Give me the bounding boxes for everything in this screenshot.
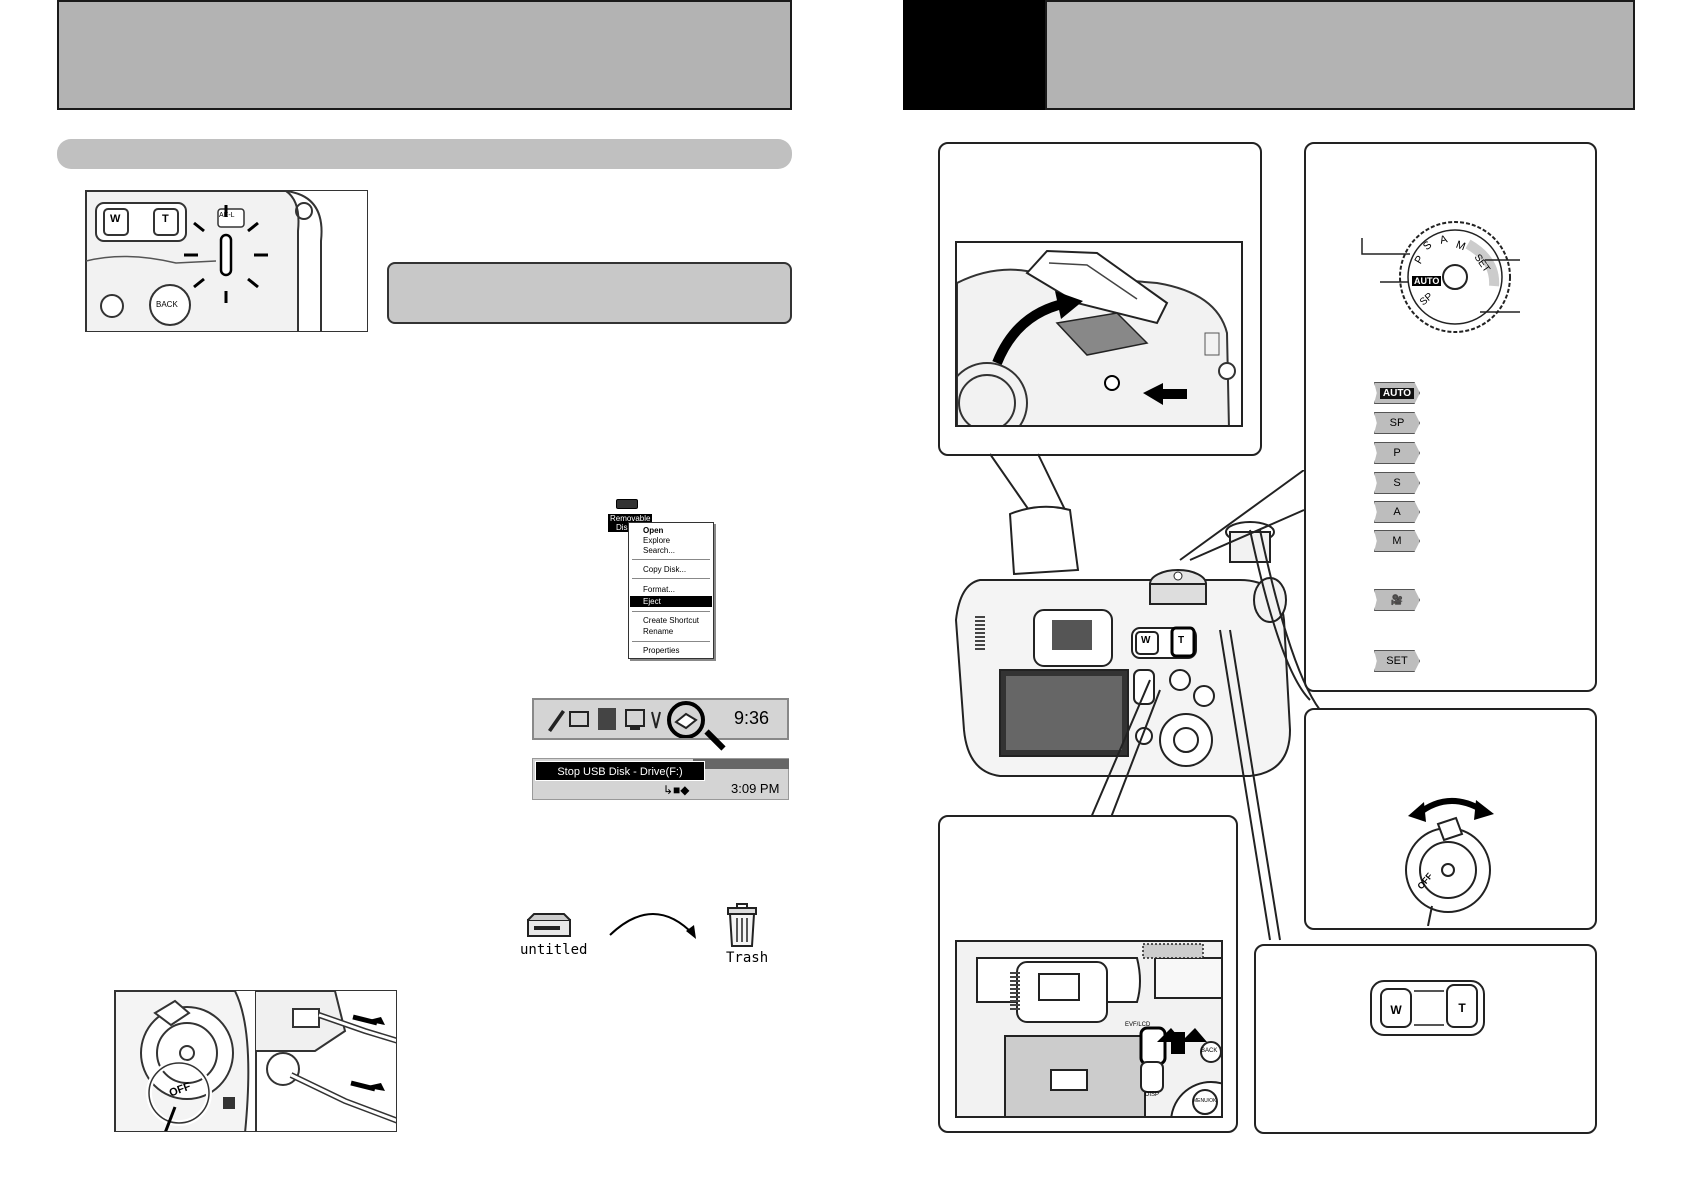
menu-item-search[interactable]: Search...: [643, 546, 676, 555]
menu-item-properties[interactable]: Properties: [643, 646, 680, 655]
dial-auto: AUTO: [1412, 276, 1442, 286]
menu-item-rename[interactable]: Rename: [643, 627, 674, 636]
w-button-label: W: [110, 213, 121, 225]
evf-lcd-photo: EVF/LCD DISP BACK MENU/OK: [955, 940, 1223, 1118]
camera-w-label: W: [1141, 635, 1151, 646]
tray-clock-2: 3:09 PM: [731, 781, 780, 796]
taskbar-tray-1: 9:36: [532, 698, 789, 751]
left-section-bar: [57, 139, 792, 169]
mac-disk-icon[interactable]: [524, 912, 574, 942]
mode-tab-auto: AUTO: [1374, 382, 1420, 404]
mac-disk-label: untitled: [520, 942, 588, 958]
mode-tab-sp: SP: [1374, 412, 1420, 434]
mode-tab-p: P: [1374, 442, 1420, 464]
camera-indicator-illustration: W T AE-L BACK: [85, 190, 368, 332]
power-switch-icon: [1405, 797, 1494, 926]
tray-clock-1: 9:36: [734, 708, 770, 728]
left-page-header: [57, 0, 792, 110]
mode-tab-m: M: [1374, 530, 1420, 552]
note-box: [387, 262, 792, 324]
menu-item-format[interactable]: Format...: [643, 585, 676, 594]
menu-separator: [632, 641, 710, 642]
menu-separator: [632, 559, 710, 560]
mode-dial-leaders: [1361, 238, 1520, 313]
removable-disk-icon: [616, 499, 638, 509]
taskbar-tray-2: Stop USB Disk - Drive(F:) ↳■◆ 3:09 PM: [532, 758, 789, 800]
camera-back-illustration: W T: [940, 500, 1300, 782]
right-page-header: [1045, 0, 1635, 110]
menu-separator: [632, 611, 710, 612]
mode-tab-set: SET: [1374, 650, 1420, 672]
t-button-label: T: [162, 213, 169, 225]
menu-item-eject[interactable]: Eject: [643, 597, 661, 606]
context-menu: Open Explore Search... Copy Disk... Form…: [628, 522, 714, 659]
power-off-and-cable-illustration: OFF: [114, 990, 397, 1132]
usb-tray-icons[interactable]: ↳■◆: [663, 783, 690, 797]
mode-tab-s: S: [1374, 472, 1420, 494]
zoom-rocker-bar: [1414, 990, 1444, 1026]
stop-usb-tooltip[interactable]: Stop USB Disk - Drive(F:): [535, 761, 705, 781]
flash-popup-photo: [955, 241, 1243, 427]
menu-item-explore[interactable]: Explore: [643, 536, 671, 545]
menu-separator: [632, 578, 710, 579]
camera-t-label: T: [1178, 635, 1185, 646]
menu-item-copy-disk[interactable]: Copy Disk...: [643, 565, 687, 574]
mode-tab-list: AUTO SP P S A M 🎥 SET: [1374, 382, 1420, 672]
trash-icon[interactable]: [724, 902, 760, 948]
mode-tab-movie: 🎥: [1374, 589, 1420, 611]
menu-item-create-shortcut[interactable]: Create Shortcut: [643, 616, 700, 625]
menu-ok-label: MENU/OK: [1193, 1098, 1217, 1104]
menu-item-open[interactable]: Open: [643, 526, 664, 535]
ae-l-label: AE-L: [219, 212, 235, 219]
back-button-label: BACK: [156, 300, 178, 309]
zoom-callout: [1254, 944, 1597, 1134]
zoom-buttons[interactable]: W T: [1370, 980, 1485, 1036]
main-leaders: [1089, 470, 1321, 941]
zoom-w-button[interactable]: W: [1380, 988, 1412, 1028]
zoom-t-button[interactable]: T: [1446, 984, 1478, 1028]
mode-dial-icon: [1399, 221, 1511, 333]
taskbar-2-strip: [693, 759, 789, 769]
disp-label: DISP: [1145, 1092, 1160, 1098]
right-page-tab-black: [903, 0, 1047, 110]
trash-label: Trash: [726, 950, 769, 966]
back-label-evf: BACK: [1201, 1048, 1218, 1054]
menu-item-eject-highlight[interactable]: [630, 596, 712, 607]
mode-tab-a: A: [1374, 501, 1420, 523]
evf-lcd-label: EVF/LCD: [1125, 1022, 1151, 1028]
drag-arrow: [609, 913, 696, 939]
